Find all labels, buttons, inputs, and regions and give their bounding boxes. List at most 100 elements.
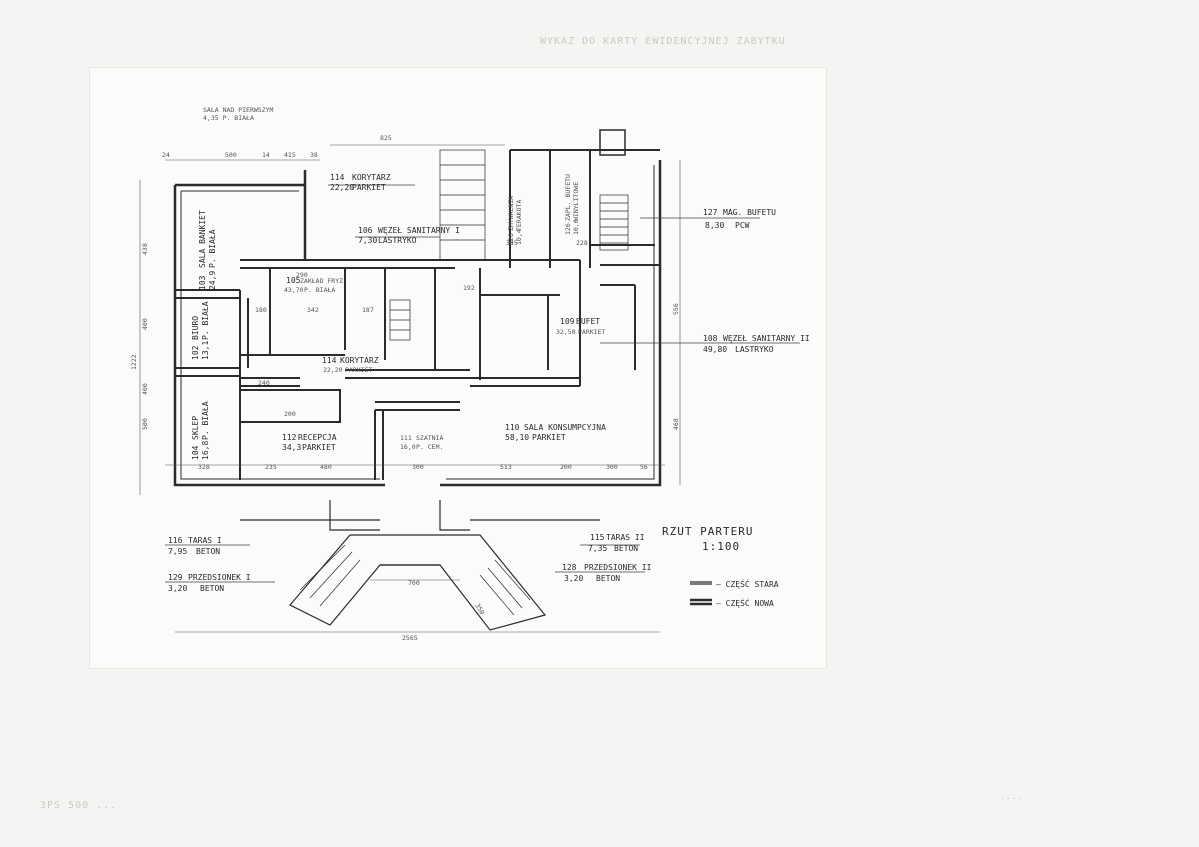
footer-faint-right: ....: [1000, 792, 1024, 801]
room-126b-num: 126: [564, 223, 572, 235]
dim-right-1: 468: [672, 418, 680, 430]
room-107-floor: PARKIET: [352, 183, 386, 192]
room-116-num: 116: [168, 536, 183, 545]
room-109-name: BUFET: [576, 317, 600, 326]
room-111-floor: P. CEM.: [416, 443, 443, 451]
room-111-name: SZATNIA: [416, 434, 443, 442]
room-102-num: 102: [191, 345, 200, 360]
leader-lines: [165, 184, 800, 583]
room-107-area: 22,20: [330, 183, 354, 192]
dim-porch-side: 350: [473, 602, 486, 616]
room-103-area: 24,9: [208, 271, 217, 290]
room-115-num: 115: [590, 533, 605, 542]
interior-walls: [175, 149, 660, 480]
room-105-name: ZAKŁAD FRYZ.: [300, 277, 347, 285]
room-107-name: KORYTARZ: [352, 173, 391, 182]
room-116-area: 7,95: [168, 547, 187, 556]
room-109-floor: PARKIET: [578, 328, 605, 336]
dim-misc-335: 335: [506, 239, 518, 247]
room-127-num: 127: [703, 208, 718, 217]
room-129-floor: BETON: [200, 584, 224, 593]
room-111-num: 111: [400, 434, 412, 442]
legend-lines: [690, 581, 712, 606]
room-104-num: 104: [191, 445, 200, 460]
dim-bottom-1: 235: [265, 463, 277, 471]
room-109-num: 109: [560, 317, 575, 326]
room-126b-floor: WINYLITOWE: [572, 182, 580, 221]
dim-left-total: 1222: [130, 354, 138, 370]
dim-top-2: 14: [262, 151, 270, 159]
dim-top-1: 500: [225, 151, 237, 159]
room-126a-num: 126: [507, 233, 515, 245]
room-128-area: 3,20: [564, 574, 583, 583]
room-104-name: SKLEP: [191, 416, 200, 440]
room-105-num: 105: [286, 276, 301, 285]
drawing-title: RZUT PARTERU: [662, 525, 753, 538]
room-114-floor: PARKIET: [345, 366, 372, 374]
dim-bottom-2: 480: [320, 463, 332, 471]
dim-left-1: 400: [141, 318, 149, 330]
room-106-name: WĘZEŁ SANITARNY I: [378, 226, 460, 235]
dim-misc-342: 342: [307, 306, 319, 314]
stairs: [389, 149, 629, 341]
legend-old-label: – CZĘŚĆ STARA: [716, 578, 779, 589]
chimney: [599, 129, 626, 156]
room-107-num: 114: [330, 173, 345, 182]
dim-misc-228: 228: [576, 239, 588, 247]
dim-misc-240: 240: [258, 379, 270, 387]
dim-bottom-7: 56: [640, 463, 648, 471]
room-106-area: 7,30: [358, 236, 377, 245]
room-114-num-real-visible: 114: [322, 356, 337, 365]
room-114-area: 22,20: [323, 366, 343, 374]
front-porch: [240, 500, 600, 631]
room-126a-floor: TERAKOTA: [515, 200, 523, 231]
room-108-num: 108: [703, 334, 718, 343]
dim-bottom-6: 300: [606, 463, 618, 471]
room-115-area: 7,35: [588, 544, 607, 553]
room-110-name: SALA KONSUMPCYJNA: [524, 423, 606, 432]
footer-faint-left: 3PS 500 ...: [40, 800, 118, 811]
dim-bottom-4: 513: [500, 463, 512, 471]
dim-bottom-5: 200: [560, 463, 572, 471]
room-103-floor: P. BIAŁA: [208, 229, 217, 268]
dim-left-0: 438: [141, 243, 149, 255]
dim-top-0: 24: [162, 151, 170, 159]
room-110-num: 110: [505, 423, 520, 432]
room-127-floor: PCW: [735, 221, 750, 230]
room-128-name: PRZEDSIONEK II: [584, 563, 652, 572]
room-106-floor: LASTRYKO: [378, 236, 417, 245]
dim-top-4: 38: [310, 151, 318, 159]
room-108-name: WĘZEŁ SANITARNY II: [723, 334, 810, 343]
dim-bottom-0: 328: [198, 463, 210, 471]
dim-left-2: 400: [141, 383, 149, 395]
room-109-area: 32,50: [556, 328, 576, 336]
room-127-area: 8,30: [705, 221, 724, 230]
room-105-area: 43,70: [284, 286, 304, 294]
room-110-floor: PARKIET: [532, 433, 566, 442]
dim-misc-180: 180: [255, 306, 267, 314]
room-112-num: 112: [282, 433, 297, 442]
room-102-area: 13,1: [201, 341, 210, 360]
room-126a-area: 10,4: [515, 229, 523, 245]
dim-left-3: 500: [141, 418, 149, 430]
room-129-name: PRZEDSIONEK I: [188, 573, 251, 582]
room-110-area: 58,10: [505, 433, 529, 442]
dim-top-3: 415: [284, 151, 296, 159]
room-111-area: 16,0: [400, 443, 416, 451]
room-103-name: SALA BANKIET: [198, 210, 207, 268]
dim-misc-187: 187: [362, 306, 374, 314]
room-128-floor: BETON: [596, 574, 620, 583]
room-112-area: 34,3: [282, 443, 301, 452]
room-108-area: 49,80: [703, 345, 727, 354]
dim-misc-200: 200: [284, 410, 296, 418]
drawing-scale: 1:100: [702, 540, 740, 553]
room-108-floor: LASTRYKO: [735, 345, 774, 354]
room-126b-name: ZAPL. BUFETU: [564, 174, 572, 221]
dimension-lines: [139, 144, 681, 633]
room-116-name: TARAS I: [188, 536, 222, 545]
room-126b-area: 10,0: [572, 219, 580, 235]
room-105-floor: P. BIAŁA: [304, 286, 335, 294]
dim-top-overall: 825: [380, 134, 392, 142]
room-126a-name: ZMYWALNIA: [507, 196, 515, 231]
annotation-top-line1: SALA NAD PIERWSZYM: [203, 106, 274, 114]
